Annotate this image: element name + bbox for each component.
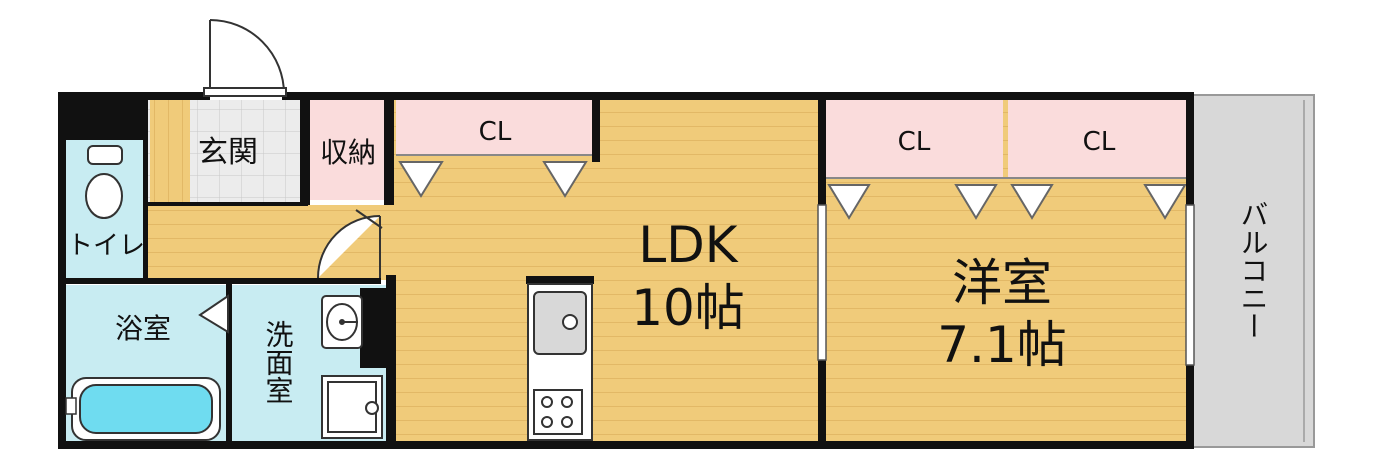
washroom-label: 洗面室 [262,320,295,404]
door-swing-icon [317,209,383,279]
genkan-label: 玄関 [198,135,258,170]
door-swing-icon [203,19,287,97]
storage-floor [308,100,390,200]
ldk-size-label: 10帖 [631,279,745,337]
closet-west-2 [1008,100,1190,178]
closet-door-triangles [398,161,1187,220]
washing-machine-icon [321,375,383,439]
closet-west-1 [825,100,1003,178]
closet-west-2-label: CL [1083,127,1116,157]
genkan-step [150,100,190,205]
balcony-label: バルコニー [1237,200,1270,340]
toilet-icon [85,145,123,219]
door-swing-icon [198,294,229,334]
stove-icon [533,389,583,435]
closet-ldk [396,100,594,155]
toilet-label: トイレ [67,231,145,261]
balcony [1191,94,1315,448]
ldk-name-label: LDK [638,216,738,274]
closet-west-1-label: CL [898,127,931,157]
closet-ldk-label: CL [479,117,512,147]
ldk-floor [390,100,820,445]
storage-label: 収納 [320,136,376,169]
kitchen-sink-icon [533,291,587,355]
western-size-label: 7.1帖 [937,316,1067,374]
western-name-label: 洋室 [952,254,1052,312]
bath-label: 浴室 [115,312,171,345]
bathtub-icon [65,377,221,441]
sink-icon [321,295,363,349]
window-icon [817,204,1195,366]
